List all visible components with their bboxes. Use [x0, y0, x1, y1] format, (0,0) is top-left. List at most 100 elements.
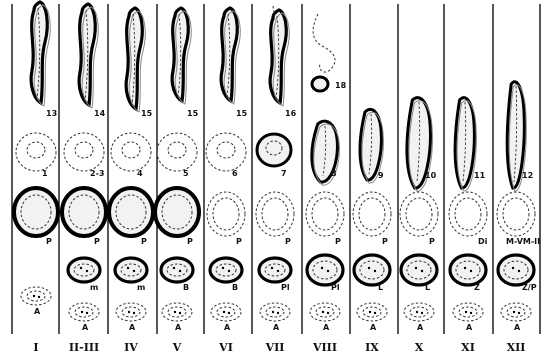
spermatogonium-label: L	[425, 283, 430, 292]
stage-numeral: VI	[218, 341, 233, 354]
spermatocyte-label: P	[46, 237, 52, 246]
round-spermatid-step-label: 10	[425, 171, 437, 180]
spermatogonium-label: Pl	[281, 283, 290, 292]
round-spermatid-step-label: 2-3	[90, 169, 104, 178]
stage-numeral: IX	[365, 341, 379, 354]
spermatocyte-outline	[207, 192, 245, 236]
stage-numeral: V	[172, 341, 182, 354]
residual-body	[312, 77, 328, 91]
round-spermatid-step-label: 9	[378, 171, 384, 180]
type-a-label: A	[370, 323, 377, 332]
spermatogonium	[307, 255, 343, 285]
round-spermatid	[64, 133, 104, 171]
type-a-label: A	[323, 323, 330, 332]
type-a-spermatogonium	[69, 303, 99, 321]
stage-numeral: VII	[265, 341, 285, 354]
stage-numeral: IV	[124, 341, 138, 354]
type-a-label: A	[417, 323, 424, 332]
round-spermatid-step-label: 1	[42, 169, 48, 178]
spermatocyte-label: P	[285, 237, 291, 246]
stage-numeral: VIII	[312, 341, 337, 354]
spermatogonium-label: Z/P	[522, 283, 537, 292]
spermatocyte-outline	[353, 192, 391, 236]
spermatocyte-label: P	[429, 237, 435, 246]
stage-numeral: II-III	[69, 341, 99, 354]
spermatocyte-outline	[306, 192, 344, 236]
spermatocyte-outline	[400, 192, 438, 236]
type-a-label: A	[129, 323, 136, 332]
type-a-spermatogonium	[310, 303, 340, 321]
spermatocyte-label: P	[236, 237, 242, 246]
spermatid-step-label: 15	[141, 109, 153, 118]
spermatogonium	[115, 258, 147, 282]
elongated-spermatid	[79, 4, 98, 108]
spermatocyte-label: Di	[478, 237, 488, 246]
residual-body-outline	[313, 14, 335, 72]
round-spermatid	[157, 133, 197, 171]
spermatocyte-label: P	[94, 237, 100, 246]
spermatid-step-label: 15	[187, 109, 199, 118]
stage-numeral: XII	[507, 341, 526, 354]
spermatocyte-label: P	[382, 237, 388, 246]
type-a-label: A	[224, 323, 231, 332]
spermatogonium	[450, 255, 486, 285]
spermatid-step-label: 15	[236, 109, 248, 118]
type-a-spermatogonium	[260, 303, 290, 321]
cell-drawings	[14, 2, 535, 321]
type-a-label: A	[34, 307, 41, 316]
type-a-spermatogonium	[357, 303, 387, 321]
type-a-label: A	[175, 323, 182, 332]
round-spermatid	[206, 133, 246, 171]
type-a-label: A	[82, 323, 89, 332]
round-spermatid-step-label: 11	[474, 171, 486, 180]
spermatogonium-label: B	[183, 283, 189, 292]
spermatid-step-label: 18	[335, 81, 347, 90]
spermatogonium	[68, 258, 100, 282]
spermatogonium-label: Pl	[331, 283, 340, 292]
stage-numeral: XI	[461, 341, 475, 354]
round-spermatid-step-label: 7	[281, 169, 287, 178]
spermatogonium	[498, 255, 534, 285]
round-spermatid-step-label: 4	[137, 169, 143, 178]
type-a-spermatogonium	[162, 303, 192, 321]
spermatid-step-label: 13	[46, 109, 57, 118]
elongated-spermatid	[126, 8, 145, 112]
type-a-spermatogonium	[404, 303, 434, 321]
spermatogonium-label: Z	[474, 283, 480, 292]
round-spermatid-step-label: 8	[331, 169, 337, 178]
type-a-spermatogonium	[21, 287, 51, 305]
pachytene-spermatocyte	[62, 188, 106, 236]
pachytene-spermatocyte	[14, 188, 58, 236]
spermatocyte-outline	[497, 192, 535, 236]
round-spermatid-step-label: 5	[183, 169, 189, 178]
type-a-label: A	[466, 323, 473, 332]
spermatogonium	[161, 258, 193, 282]
elongated-spermatid	[31, 2, 50, 106]
round-spermatid	[111, 133, 151, 171]
spermatocyte-label: M-VM-II	[506, 237, 540, 246]
type-a-label: A	[273, 323, 280, 332]
spermatogonium-label: B	[232, 283, 238, 292]
spermatid-step-label: 16	[285, 109, 297, 118]
spermatogonium	[259, 258, 291, 282]
round-spermatid-step-label: 12	[522, 171, 533, 180]
type-a-spermatogonium	[501, 303, 531, 321]
round-spermatid-solid	[257, 134, 291, 166]
type-a-spermatogonium	[211, 303, 241, 321]
stage-numeral: I	[33, 341, 38, 354]
elongated-spermatid	[172, 8, 191, 104]
spermatogonium	[401, 255, 437, 285]
spermatocyte-label: P	[335, 237, 341, 246]
elongated-spermatid	[221, 8, 240, 104]
type-a-spermatogonium	[116, 303, 146, 321]
spermatogonium-label: m	[137, 283, 145, 292]
spermatocyte-outline	[256, 192, 294, 236]
pachytene-spermatocyte	[155, 188, 199, 236]
round-spermatid-step-label: 6	[232, 169, 238, 178]
spermatocyte-label: P	[141, 237, 147, 246]
spermatogonium	[354, 255, 390, 285]
type-a-label: A	[514, 323, 521, 332]
elongated-spermatid	[270, 10, 289, 106]
